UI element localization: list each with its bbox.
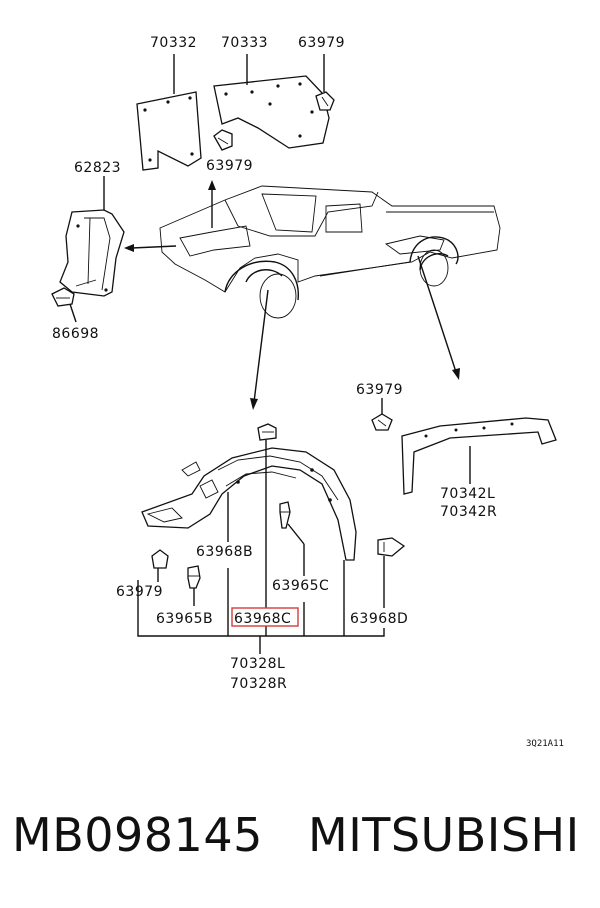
part-number: MB098145 [12,808,263,862]
panel-70332 [136,91,202,171]
highlight-box [231,607,299,627]
bracket-62823 [59,209,125,297]
clip-86698-icon [51,287,75,307]
clip-63979-mid-icon [213,129,233,151]
label-63979-top: 63979 [298,35,345,51]
label-70333: 70333 [221,35,268,51]
label-63968d: 63968D [350,611,408,627]
clip-63979-right-icon [371,413,393,431]
label-63979-right: 63979 [356,382,403,398]
diagram-canvas: 70332 70333 63979 63979 62823 86698 6397… [51,35,564,749]
label-63968b: 63968B [196,544,253,560]
clip-63968d-icon [377,537,406,557]
label-63979-mid: 63979 [206,158,253,174]
clip-63979-top-icon [315,91,335,111]
label-63968c: 63968C [234,611,291,627]
label-63965b: 63965B [156,611,213,627]
vehicle-outline [159,185,501,319]
reference-code: 3Q21A11 [526,739,564,749]
label-63965c: 63965C [272,578,329,594]
mudguard-70342 [401,417,557,495]
label-70328l: 70328L [230,656,285,672]
label-62823: 62823 [74,160,121,176]
label-86698: 86698 [52,326,99,342]
screw-63965c-icon [279,501,291,529]
screw-63965b-icon [187,565,201,589]
clip-63979-left-icon [151,549,169,569]
label-70332: 70332 [150,35,197,51]
panel-70333 [213,75,330,149]
label-70328r: 70328R [230,676,287,692]
footer: MB098145 MITSUBISHI [0,800,600,880]
label-70342l: 70342L [440,486,495,502]
inner-fender-70328 [141,447,357,561]
brand-name: MITSUBISHI [308,808,580,862]
label-63979-left: 63979 [116,584,163,600]
clip-63968c-icon [257,423,277,441]
label-70342r: 70342R [440,504,497,520]
